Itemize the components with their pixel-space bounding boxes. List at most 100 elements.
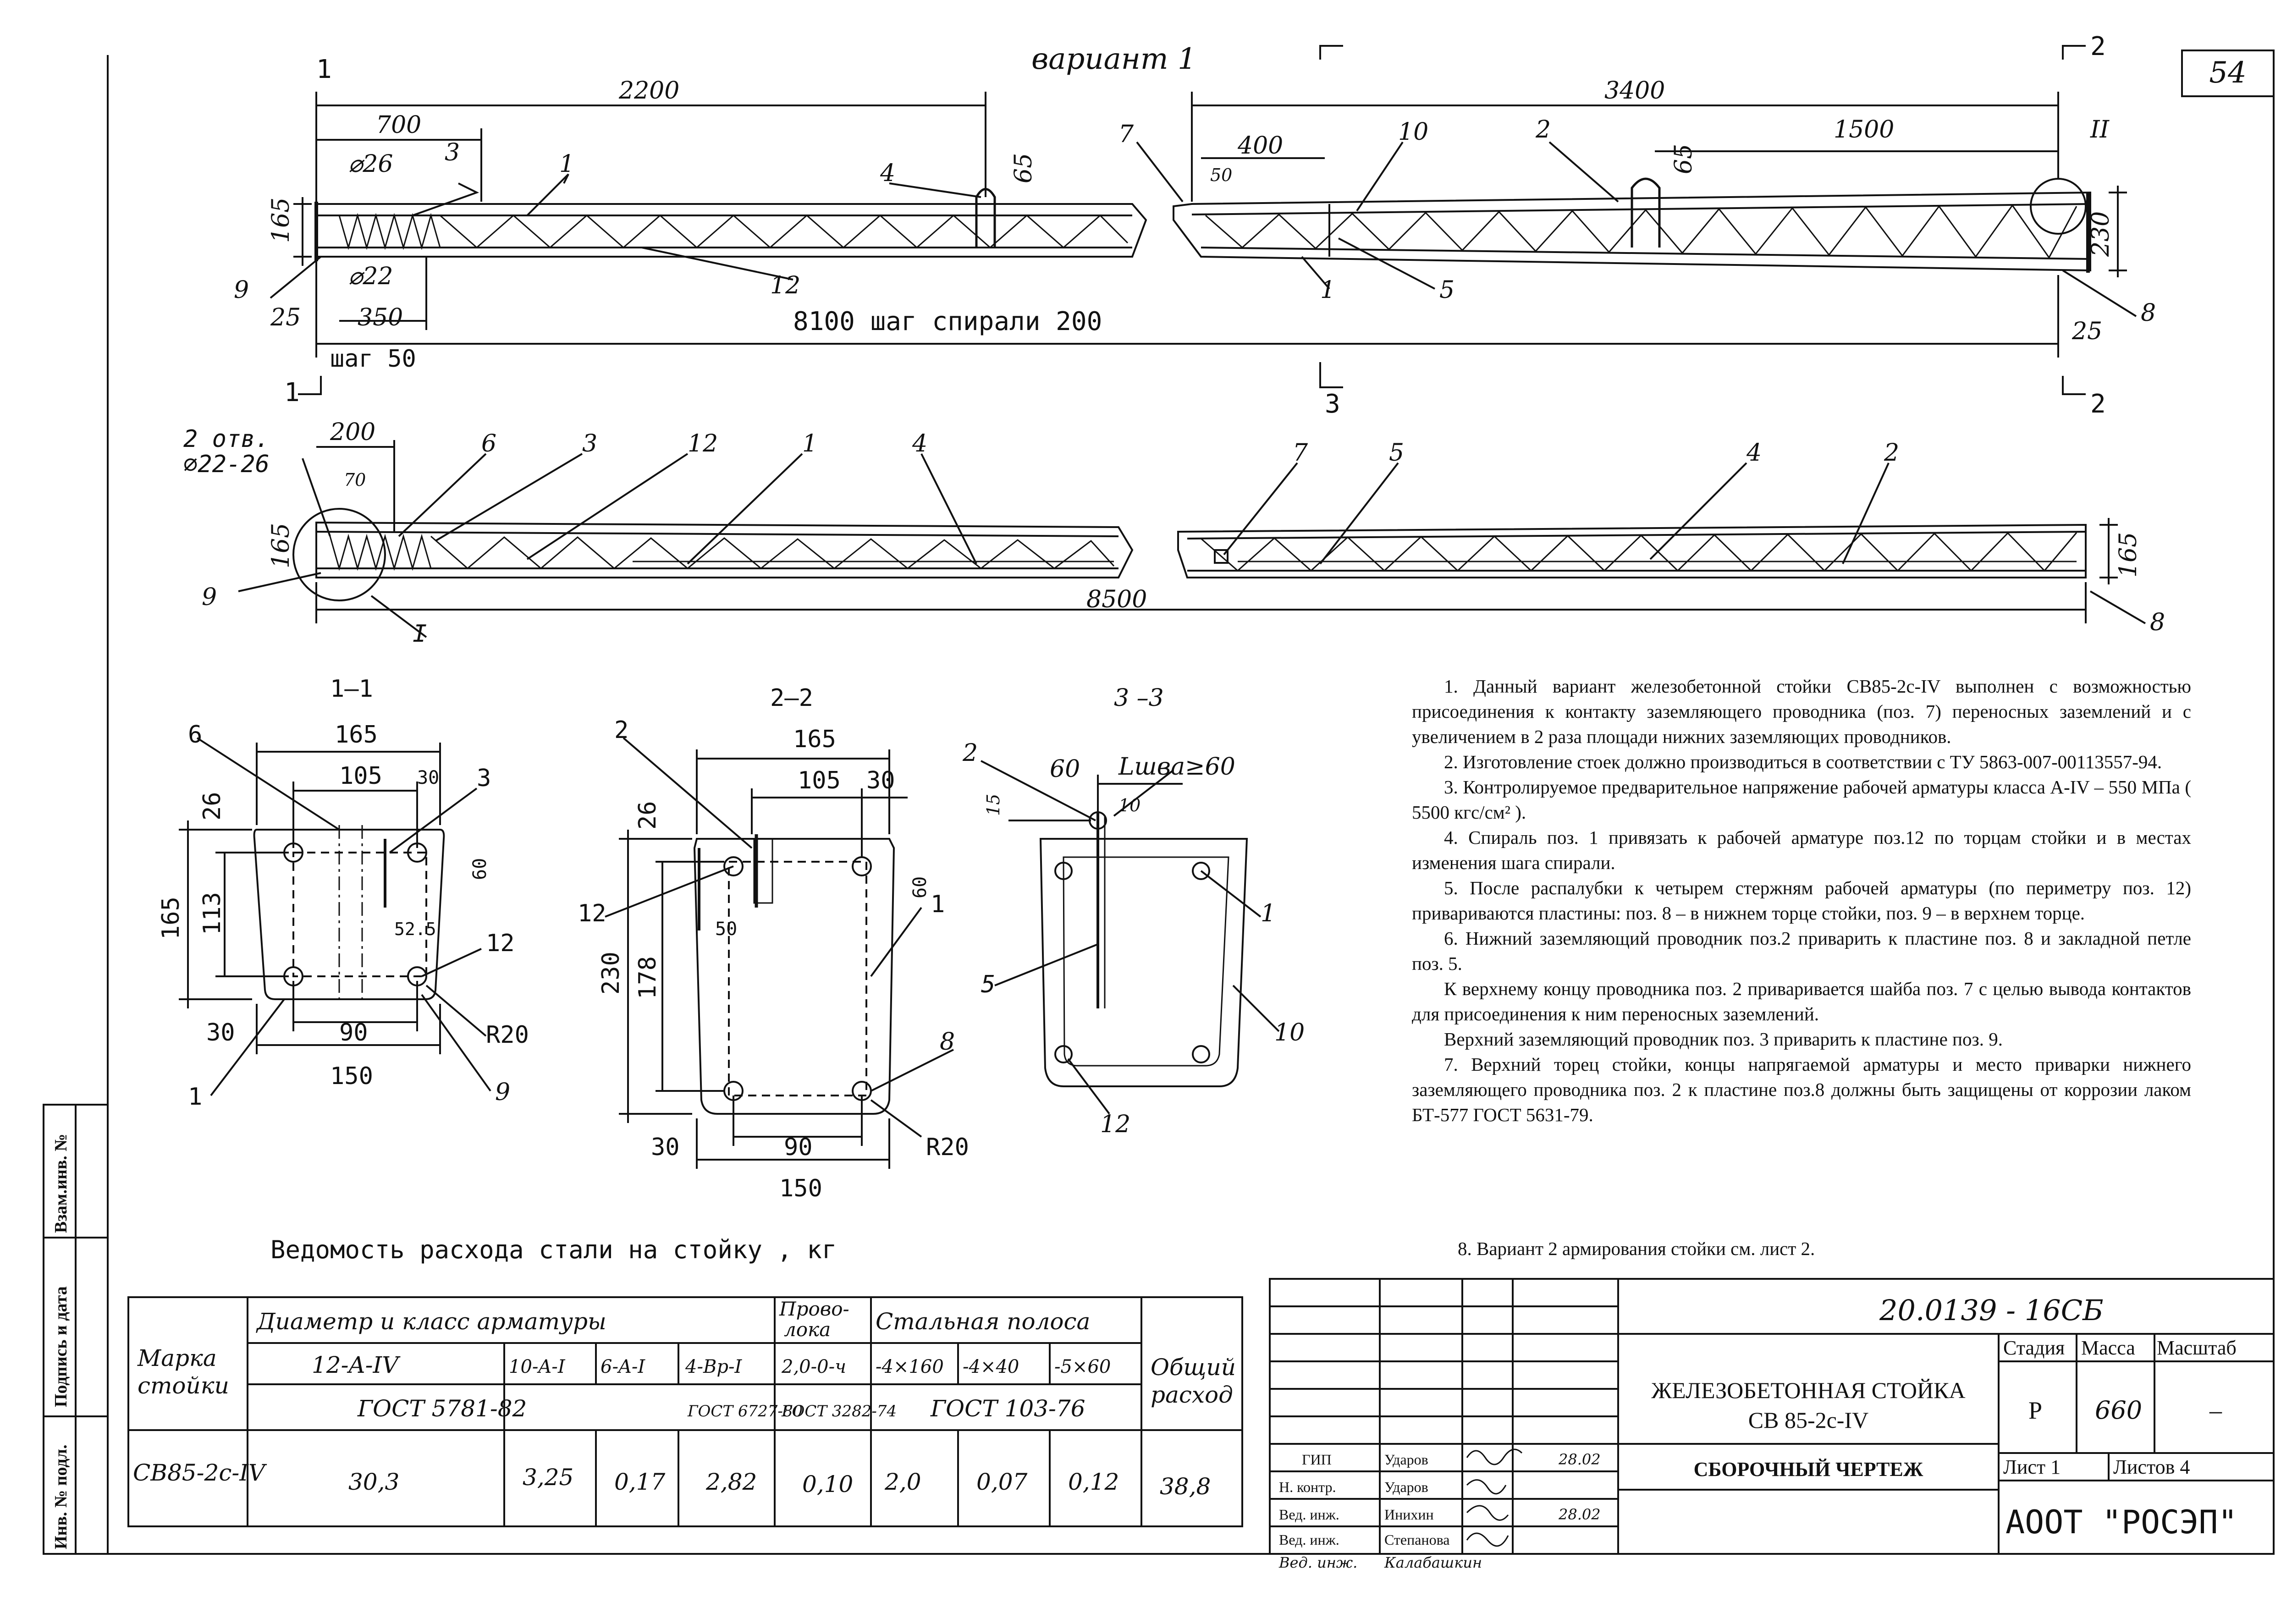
dim-400: 400 <box>1237 132 1283 160</box>
s11-dim-52-5: 52.5 <box>394 919 436 939</box>
side-stamp-replace: Взам.инв. № <box>51 1134 71 1233</box>
s33-weld: Lшва≥60 <box>1118 753 1235 781</box>
s22-label-1: 1 <box>931 891 945 918</box>
dim-50: 50 <box>1210 165 1232 185</box>
s11-label-3: 3 <box>477 765 491 792</box>
th-sub-4: 4-Bp-I <box>685 1356 742 1377</box>
label-1b: 1 <box>1320 276 1335 304</box>
step-50-note: шаг 50 <box>330 345 416 373</box>
th-std-4: ГОСТ 103-76 <box>930 1395 1085 1422</box>
section-mark-3: 3 <box>1325 389 1340 419</box>
tb-date-1: 28.02 <box>1558 1451 1601 1468</box>
s22-title: 2–2 <box>770 684 813 712</box>
td-10a1: 3,25 <box>523 1464 573 1491</box>
s33-label-5: 5 <box>981 971 995 998</box>
s22-dim-26: 26 <box>634 801 661 830</box>
td-12a4: 30,3 <box>348 1469 399 1495</box>
note-3: 3. Контролируемое предварительное напряж… <box>1412 776 2191 823</box>
note-7: 7. Верхний торец стойки, концы напрягаем… <box>1412 1054 2191 1125</box>
th-sub-8: -5×60 <box>1054 1356 1111 1377</box>
s33-dim-15: 15 <box>983 794 1003 816</box>
note-6: 6. Нижний заземляющий проводник поз.2 пр… <box>1412 928 2191 974</box>
spiral-right <box>1205 204 2077 259</box>
s22-dim-165: 165 <box>793 726 836 753</box>
s22-dim-105: 105 <box>798 767 841 794</box>
title-block: 20.0139 - 16СБ ЖЕЛЕЗОБЕТОННАЯ СТОЙКА СВ … <box>1269 1278 2275 1571</box>
label-5: 5 <box>1439 276 1455 304</box>
section-mark-2-top: 2 <box>2090 32 2106 61</box>
tb-name-3: Инихин <box>1384 1506 1434 1523</box>
side-stamp-sign: Подпись и дата <box>51 1286 71 1407</box>
label-10: 10 <box>1398 118 1428 146</box>
td-mark: СВ85-2с-IV <box>133 1459 267 1486</box>
th-strip: Стальная полоса <box>876 1308 1090 1335</box>
note-6a: К верхнему концу проводника поз. 2 прива… <box>1412 978 2191 1024</box>
steel-table: Марка стойки Диаметр и класс арматуры Пр… <box>127 1296 1243 1527</box>
td-4x40: 0,07 <box>976 1469 1028 1495</box>
detail-i-circle <box>292 508 386 601</box>
tb-h-scale: Масштаб <box>2157 1337 2237 1359</box>
th-diam: Диаметр и класс арматуры <box>256 1308 606 1335</box>
doc-name-1: ЖЕЛЕЗОБЕТОННАЯ СТОЙКА <box>1651 1377 1965 1403</box>
section-1-1: 1–1 6 165 105 30 3 26 60 165 113 52.5 12… <box>157 675 529 1111</box>
s11-dim-165: 165 <box>335 721 378 749</box>
technical-notes: 1. Данный вариант железобетонной стойки … <box>1412 674 2191 1128</box>
washer-7 <box>1214 549 1229 564</box>
side-stamp-inv: Инв. № подл. <box>51 1444 71 1549</box>
variant-title: вариант 1 <box>1031 42 1196 76</box>
post-bottom-right <box>1177 523 2087 578</box>
section-mark-1-top: 1 <box>316 55 332 84</box>
section-2-2-outline <box>693 838 895 1115</box>
dim-350: 350 <box>358 304 403 331</box>
s33-label-12: 12 <box>1100 1111 1130 1138</box>
tb-sheet: Лист 1 <box>2003 1456 2061 1478</box>
tb-role-3: Вед. инж. <box>1279 1506 1339 1523</box>
blabel-2: 2 <box>1884 439 1899 467</box>
th-wire-1: Прово- <box>779 1298 849 1320</box>
bdim-165-right: 165 <box>2115 532 2142 578</box>
s11-label-12: 12 <box>486 930 515 957</box>
label-8: 8 <box>2141 299 2156 327</box>
s22-r20: R20 <box>926 1134 969 1161</box>
rebar-3-3 <box>1054 811 1210 1063</box>
tb-role-4: Вед. инж. <box>1279 1531 1339 1548</box>
s11-title: 1–1 <box>330 675 373 703</box>
s22-dim-30: 30 <box>866 767 895 794</box>
s11-label-6: 6 <box>188 721 202 749</box>
bdim-70: 70 <box>344 470 366 490</box>
s11-dim-30: 30 <box>417 767 439 788</box>
tb-date-3: 28.02 <box>1558 1506 1601 1523</box>
label-1: 1 <box>559 150 574 178</box>
section-2-2: 2–2 2 165 105 30 26 60 12 1 50 230 178 8… <box>578 684 969 1202</box>
blabel-6: 6 <box>481 430 496 457</box>
side-stamp: Инв. № подл. Подпись и дата Взам.инв. № <box>43 1104 109 1555</box>
page-number-box <box>2181 50 2275 97</box>
td-wire: 0,10 <box>802 1471 853 1497</box>
th-wire-2: лока <box>784 1318 831 1341</box>
note-4: 4. Спираль поз. 1 привязать к рабочей ар… <box>1412 827 2191 873</box>
blabel-3: 3 <box>582 430 597 457</box>
blabel-4b: 4 <box>1746 439 1762 467</box>
blabel-7: 7 <box>1293 439 1308 467</box>
s22-dim-230: 230 <box>597 952 625 995</box>
post-left-segment <box>315 203 1147 258</box>
th-sub-5: 2,0-0-ч <box>781 1356 846 1377</box>
holes-label: 2 отв. <box>183 425 270 453</box>
s11-dim-150: 150 <box>330 1062 373 1090</box>
dim-25-right: 25 <box>2072 318 2102 345</box>
td-5x60: 0,12 <box>1068 1469 1119 1495</box>
th-total-2: расход <box>1151 1382 1233 1408</box>
s33-label-2: 2 <box>962 739 978 767</box>
label-12: 12 <box>770 272 800 299</box>
label-9: 9 <box>234 276 249 304</box>
s11-label-1: 1 <box>188 1083 202 1111</box>
blabel-i: I <box>413 620 427 648</box>
s22-label-12: 12 <box>578 900 606 927</box>
s22-label-8: 8 <box>940 1028 955 1056</box>
tb-sheets: Листов 4 <box>2113 1456 2190 1478</box>
dim-165: 165 <box>267 198 295 243</box>
s33-title: 3 –3 <box>1114 684 1164 712</box>
s11-dim-26: 26 <box>198 792 226 820</box>
bdim-8500: 8500 <box>1086 586 1147 613</box>
holes-dia: ⌀22-26 <box>183 451 270 478</box>
